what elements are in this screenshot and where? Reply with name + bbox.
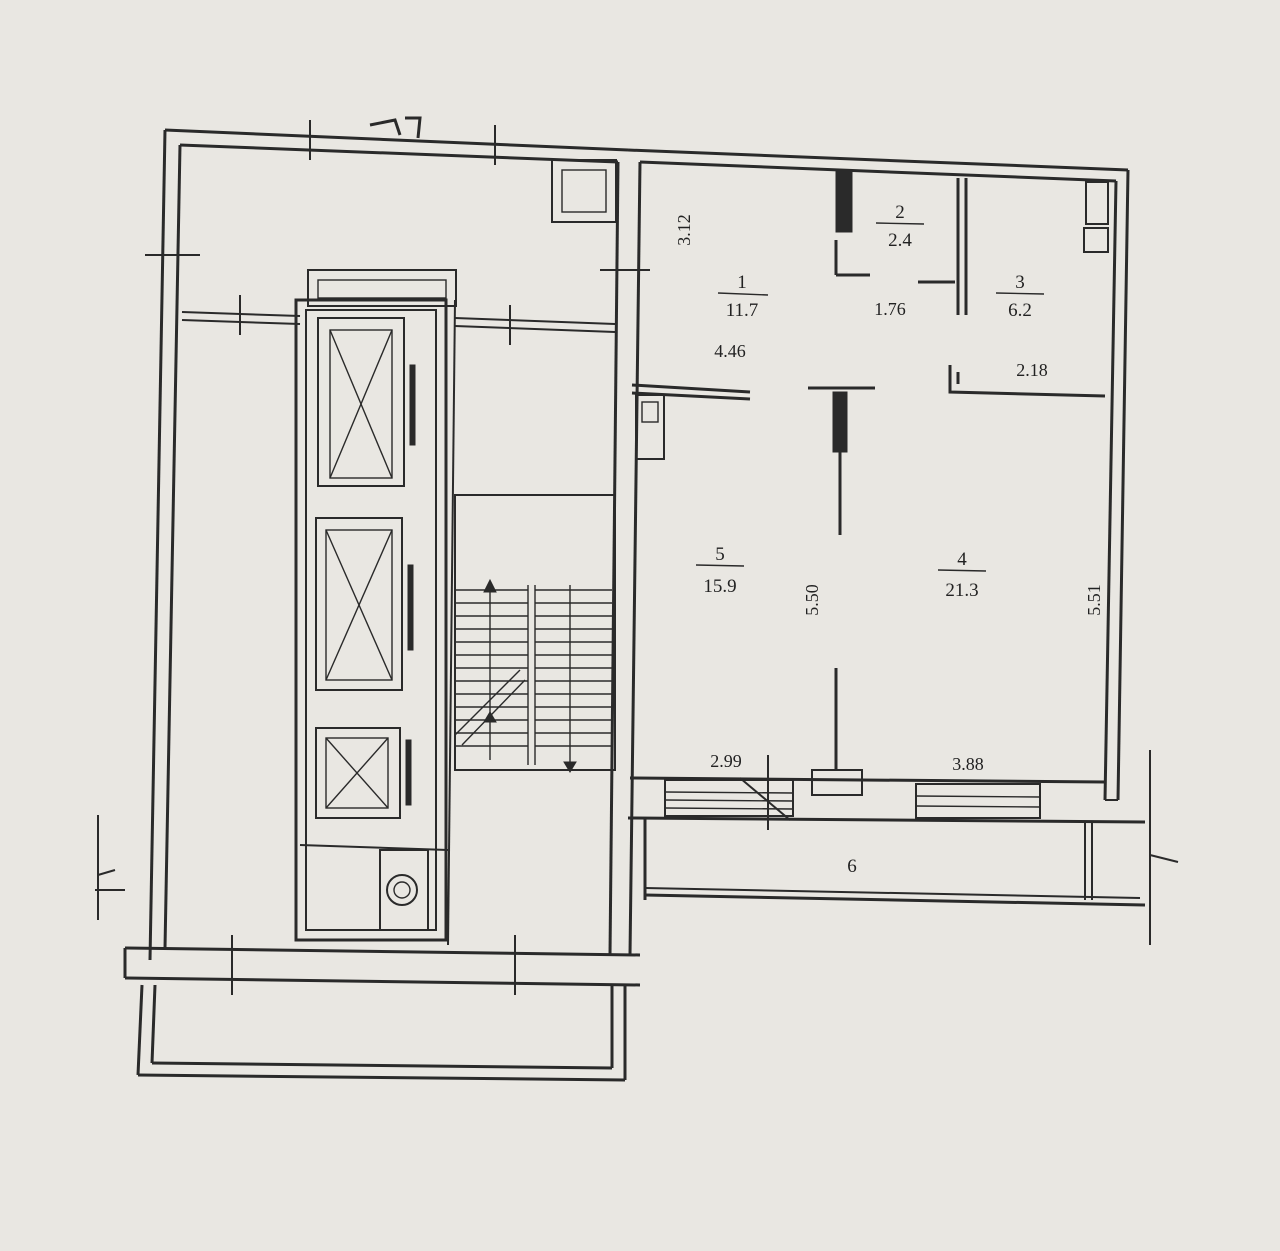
garbage-chute-symbol — [379, 849, 429, 931]
tick-marks — [95, 120, 1179, 995]
elevator-shaft-2 — [315, 517, 414, 691]
dimension-3-88: 3.88 — [952, 754, 984, 774]
svg-text:6: 6 — [847, 856, 857, 877]
entrance-door-symbol — [369, 116, 422, 139]
svg-text:15.9: 15.9 — [703, 576, 736, 597]
elevator-shaft-1 — [317, 317, 416, 487]
building-core — [181, 269, 616, 946]
room-label-5: 5 15.9 — [695, 544, 745, 597]
svg-text:2.4: 2.4 — [888, 230, 912, 251]
room-label-2: 2 2.4 — [875, 202, 925, 251]
svg-text:6.2: 6.2 — [1008, 300, 1032, 321]
elevator-shaft-3 — [315, 727, 412, 819]
room-label-3: 3 6.2 — [995, 272, 1045, 321]
dimension-3-12: 3.12 — [674, 214, 694, 246]
dimension-5-51: 5.51 — [1084, 584, 1104, 616]
room-label-4: 4 21.3 — [937, 549, 987, 601]
room-label-6: 6 — [847, 856, 857, 877]
svg-text:1: 1 — [737, 272, 747, 293]
dimension-2-99: 2.99 — [710, 751, 742, 771]
room-label-1: 1 11.7 — [717, 272, 769, 321]
dimension-2-18: 2.18 — [1016, 360, 1048, 380]
apartment-partitions — [551, 159, 1146, 907]
corridor-line — [299, 844, 449, 851]
dimension-5-50: 5.50 — [802, 584, 822, 616]
svg-text:11.7: 11.7 — [726, 300, 759, 321]
svg-text:21.3: 21.3 — [945, 580, 978, 601]
svg-text:2: 2 — [895, 202, 905, 223]
svg-text:5: 5 — [715, 544, 725, 565]
dimension-4-46: 4.46 — [714, 341, 746, 361]
svg-text:4: 4 — [957, 549, 967, 570]
staircase — [454, 494, 616, 773]
svg-text:3: 3 — [1015, 272, 1025, 293]
dimension-1-76: 1.76 — [874, 299, 906, 319]
